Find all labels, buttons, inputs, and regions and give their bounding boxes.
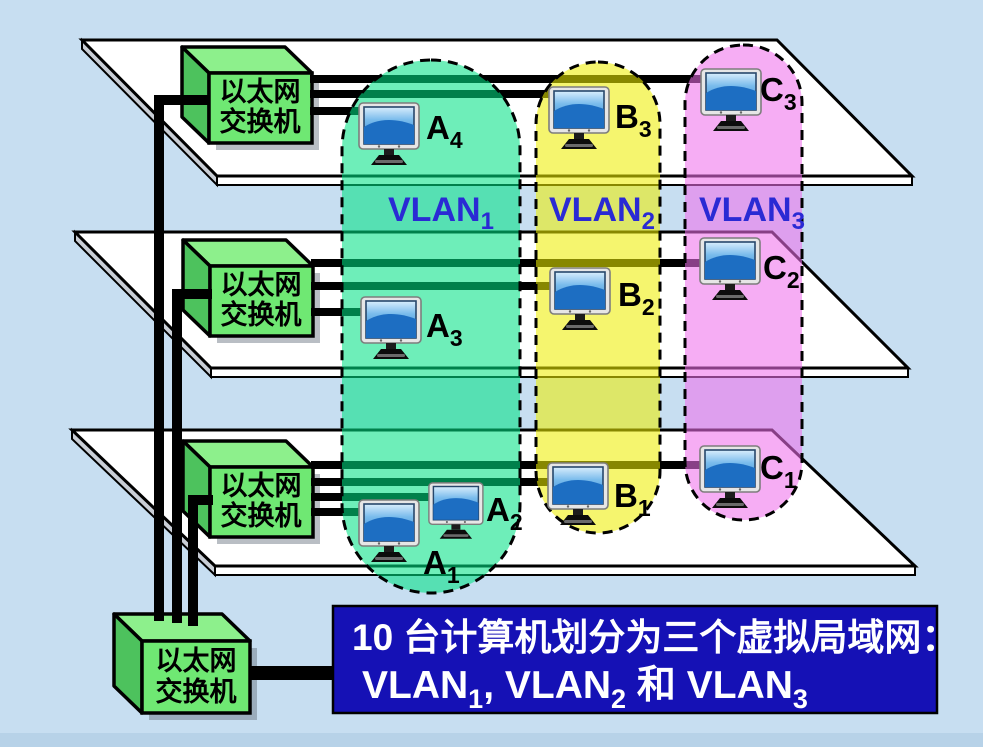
bottom-strip	[0, 733, 983, 747]
label-b1: B1	[614, 477, 651, 521]
trunk-link-switch3	[188, 495, 213, 626]
caption-background	[331, 604, 939, 715]
switch2-label-line1: 以太网	[221, 270, 302, 300]
switch1-label-line1: 以太网	[220, 77, 301, 107]
caption-text-line1: 10 台计算机划分为三个虚拟局域网：	[352, 617, 958, 658]
switch2-front-face	[208, 264, 315, 338]
switch3-label-line1: 以太网	[221, 471, 302, 501]
ethernet-switch-floor2: 以太网 交换机	[181, 238, 320, 343]
label-a3: A3	[426, 307, 463, 351]
computer-labels: A4 B3 C3 A3 B2 C2 A1 A2 B1 C1	[423, 71, 800, 588]
trunk-link-switch2	[172, 289, 212, 623]
ethernet-switch-backbone: 以太网 交换机	[112, 612, 257, 720]
label-c3: C3	[760, 71, 797, 115]
switch2-label-line2: 交换机	[221, 299, 302, 330]
caption-text-line2: VLAN1, VLAN2 和 VLAN3	[362, 664, 808, 714]
label-a2: A2	[486, 491, 523, 535]
label-b3: B3	[615, 98, 652, 142]
vlan2-label: VLAN2	[549, 191, 655, 235]
trunk-links	[154, 95, 338, 680]
ethernet-switch-floor1: 以太网 交换机	[180, 45, 319, 150]
label-c1: C1	[760, 449, 797, 493]
switch4-label-line2: 交换机	[156, 676, 237, 707]
vlan1-region	[340, 58, 522, 595]
switch1-front-face	[207, 71, 314, 145]
switch4-front-face	[140, 639, 252, 715]
caption-box: 10 台计算机划分为三个虚拟局域网： VLAN1, VLAN2 和 VLAN3	[331, 604, 958, 715]
switch3-front-face	[208, 465, 315, 539]
label-a4: A4	[426, 109, 463, 153]
switch3-label-line2: 交换机	[221, 500, 302, 531]
switch1-label-line2: 交换机	[220, 106, 301, 137]
trunk-link-switch1	[154, 95, 208, 621]
switch4-label-line1: 以太网	[156, 646, 237, 676]
ethernet-switch-floor3: 以太网 交换机	[181, 439, 320, 544]
label-c2: C2	[763, 249, 800, 293]
label-b2: B2	[618, 276, 655, 320]
vlan3-label: VLAN3	[699, 191, 805, 235]
label-a1: A1	[423, 544, 460, 588]
vlan1-label: VLAN1	[388, 191, 494, 235]
